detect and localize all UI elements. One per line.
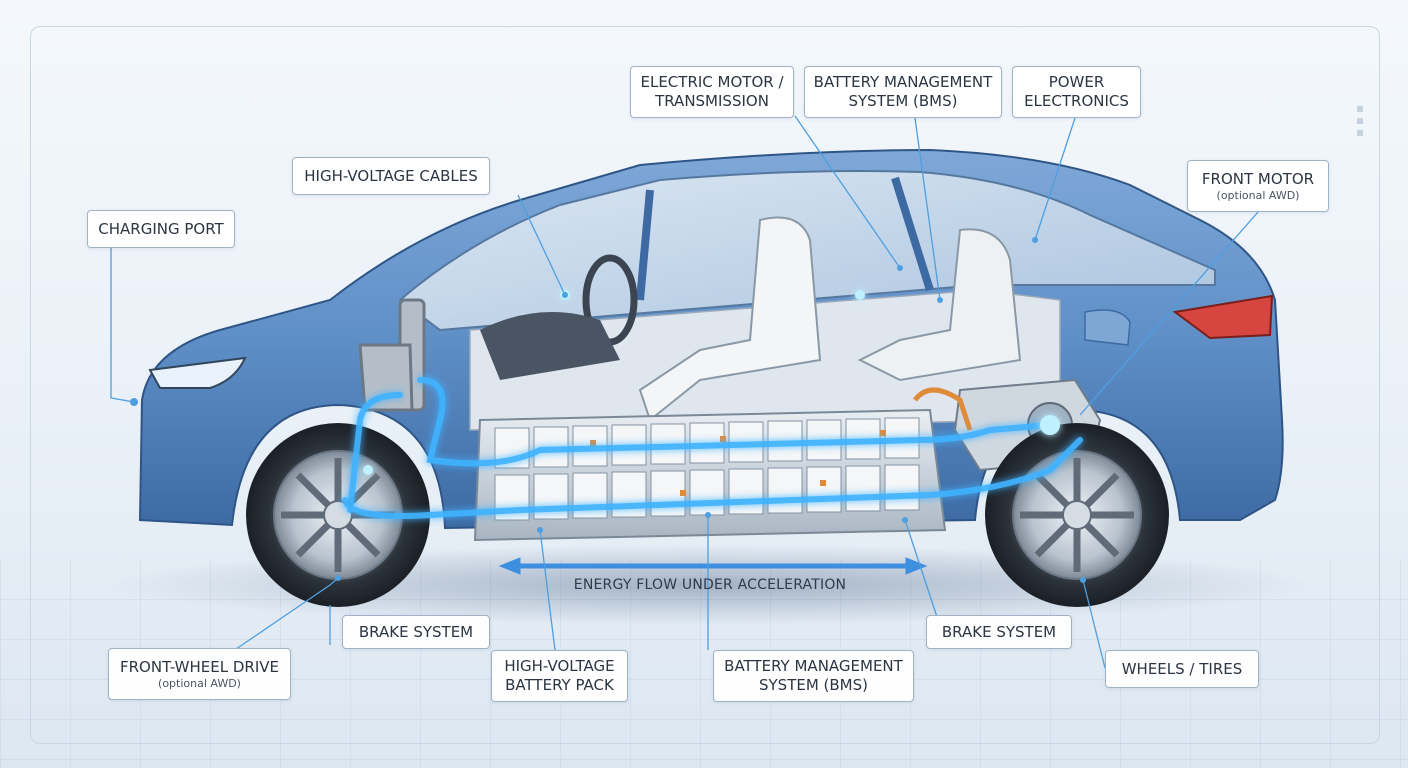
callout-hv-cables: HIGH-VOLTAGE CABLES [292, 157, 490, 195]
callout-front-wheel-drive-sub: (optional AWD) [158, 676, 241, 690]
callout-bms-top: BATTERY MANAGEMENT SYSTEM (BMS) [804, 66, 1002, 118]
rear-seat [857, 228, 1022, 382]
headlight [148, 356, 247, 389]
energy-nodes [363, 290, 1060, 475]
callout-power-electronics: POWER ELECTRONICS [1012, 66, 1141, 118]
dashboard [480, 312, 620, 380]
battery-pack [473, 408, 947, 542]
callout-motor-transmission: ELECTRIC MOTOR / TRANSMISSION [630, 66, 794, 118]
callout-bms-bottom: BATTERY MANAGEMENT SYSTEM (BMS) [713, 650, 914, 702]
callout-front-motor: FRONT MOTOR (optional AWD) [1187, 160, 1329, 212]
callout-charging-port-label: CHARGING PORT [98, 219, 224, 238]
front-suspension [358, 298, 426, 412]
rear-wheel [985, 423, 1169, 607]
callout-wheels-tires-label: WHEELS / TIRES [1121, 659, 1243, 678]
callout-hv-battery-label: HIGH-VOLTAGE BATTERY PACK [504, 657, 615, 694]
energy-flow-arrow [498, 557, 928, 575]
callout-brake-left-label: BRAKE SYSTEM [358, 622, 474, 641]
diagram-frame [30, 26, 1380, 744]
callout-hv-cables-label: HIGH-VOLTAGE CABLES [304, 166, 478, 185]
front-wheel [246, 423, 430, 607]
callout-hv-battery: HIGH-VOLTAGE BATTERY PACK [491, 650, 628, 702]
callout-brake-right-label: BRAKE SYSTEM [941, 622, 1057, 641]
callout-front-motor-label: FRONT MOTOR [1201, 169, 1315, 188]
callout-front-wheel-drive-label: FRONT-WHEEL DRIVE [120, 657, 279, 676]
callout-bms-bottom-label: BATTERY MANAGEMENT SYSTEM (BMS) [724, 657, 903, 694]
edge-decoration [1357, 100, 1367, 142]
callout-power-electronics-label: POWER ELECTRONICS [1024, 73, 1129, 110]
callout-wheels-tires: WHEELS / TIRES [1105, 650, 1259, 688]
callout-front-wheel-drive: FRONT-WHEEL DRIVE (optional AWD) [108, 648, 291, 700]
callout-bms-top-label: BATTERY MANAGEMENT SYSTEM (BMS) [813, 73, 993, 110]
energy-flow-label: ENERGY FLOW UNDER ACCELERATION [573, 577, 847, 593]
callout-brake-left: BRAKE SYSTEM [342, 615, 490, 649]
callout-motor-transmission-label: ELECTRIC MOTOR / TRANSMISSION [640, 73, 784, 110]
callout-charging-port: CHARGING PORT [87, 210, 235, 248]
front-seat [638, 216, 822, 422]
energy-path [342, 377, 1083, 519]
callout-front-motor-sub: (optional AWD) [1216, 188, 1300, 202]
leader-lines [110, 115, 1259, 669]
taillight [1172, 294, 1274, 340]
callout-brake-right: BRAKE SYSTEM [926, 615, 1072, 649]
charging-port-door [1084, 309, 1131, 346]
